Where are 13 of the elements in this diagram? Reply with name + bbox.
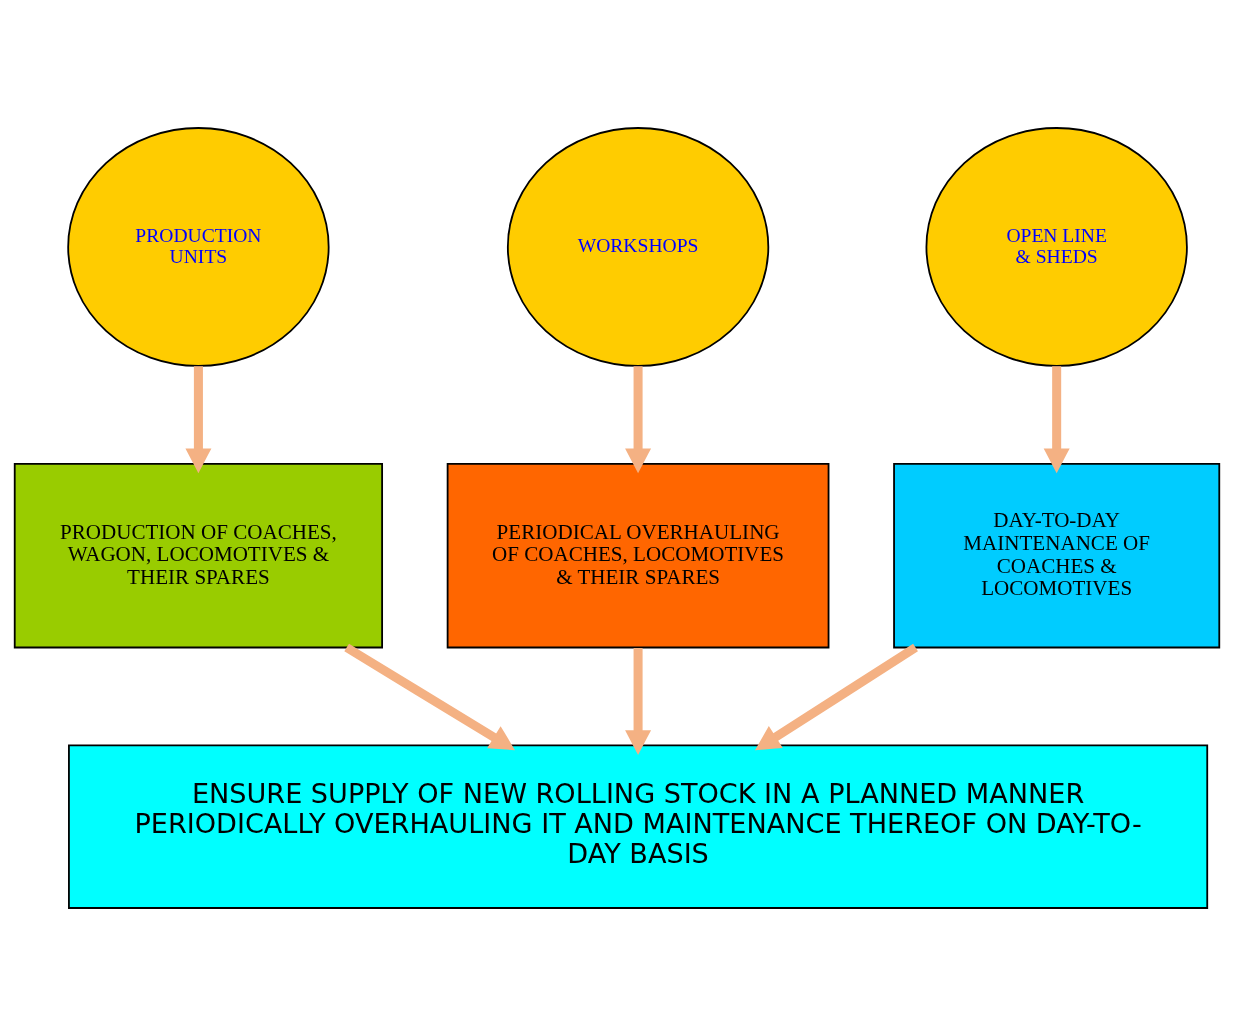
node-box: PERIODICAL OVERHAULING OF COACHES, LOCOMOTIVES & THEIR SPARES — [446, 462, 830, 648]
arrow — [185, 365, 212, 473]
arrow — [344, 643, 515, 750]
node-circle: PRODUCTION UNITS — [67, 126, 330, 367]
node-box: ENSURE SUPPLY OF NEW ROLLING STOCK IN A PLANNED MANNER PERIODICALLY OVERHAULING IT AND MAINTENANCE THEREOF ON DAY-TO-DAY BASIS — [68, 743, 1209, 909]
arrow — [625, 647, 652, 755]
node-box: DAY-TO-DAY MAINTENANCE OF COACHES & LOCOMOTIVES — [893, 462, 1221, 648]
arrow — [625, 365, 652, 473]
node-circle: WORKSHOPS — [506, 126, 770, 367]
node-circle: OPEN LINE & SHEDS — [925, 126, 1188, 367]
arrow — [755, 643, 918, 750]
arrow — [1043, 365, 1070, 473]
node-box: PRODUCTION OF COACHES, WAGON, LOCOMOTIVES & THEIR SPARES — [13, 462, 383, 648]
